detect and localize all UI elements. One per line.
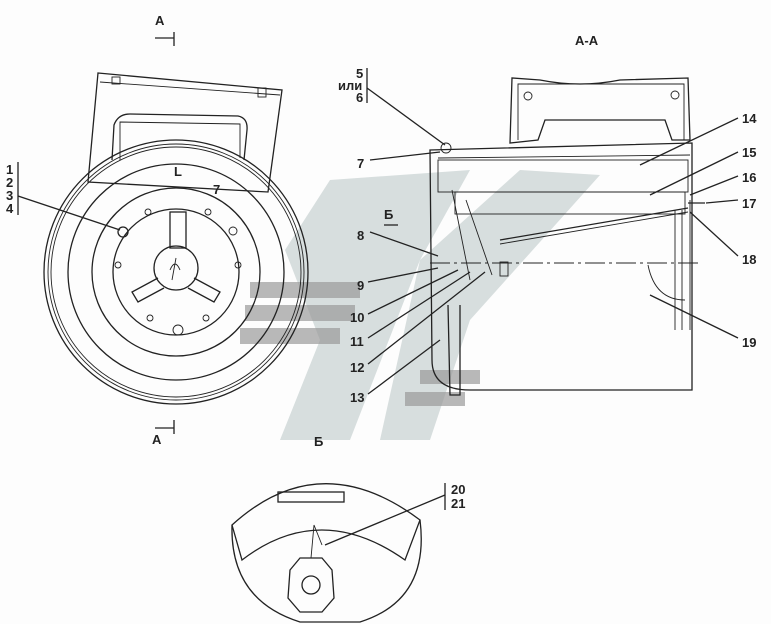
callout-15: 15 <box>742 145 756 160</box>
watermark-logo <box>240 170 600 440</box>
view-b-arrow-label: Б <box>384 207 393 222</box>
callout-3: 3 <box>6 188 13 203</box>
callout-1: 1 <box>6 162 13 177</box>
callout-5: 5 <box>356 66 363 81</box>
callout-4: 4 <box>6 201 14 216</box>
callout-7: 7 <box>357 156 364 171</box>
callout-14: 14 <box>742 111 757 126</box>
callout-16: 16 <box>742 170 756 185</box>
view-b-title: Б <box>314 434 323 449</box>
section-arrow-bottom <box>155 420 175 434</box>
callout-13: 13 <box>350 390 364 405</box>
callout-9: 9 <box>357 278 364 293</box>
section-mark-bottom: A <box>152 432 162 447</box>
front-view <box>17 72 309 405</box>
callout-19: 19 <box>742 335 756 350</box>
leader-lines <box>155 32 739 434</box>
plug-icon <box>117 226 129 238</box>
section-title: A-A <box>575 33 599 48</box>
lock-mark-l: L <box>174 164 182 179</box>
callout-20: 20 <box>451 482 465 497</box>
callout-8: 8 <box>357 228 364 243</box>
section-view <box>429 77 705 396</box>
callout-or: или <box>338 78 362 93</box>
callout-17: 17 <box>742 196 756 211</box>
callout-2: 2 <box>6 175 13 190</box>
callout-6: 6 <box>356 90 363 105</box>
callout-10: 10 <box>350 310 364 325</box>
callout-12: 12 <box>350 360 364 375</box>
section-mark-top: A <box>155 13 165 28</box>
view-b <box>231 483 446 623</box>
callout-21: 21 <box>451 496 465 511</box>
lock-mark-7: 7 <box>213 182 220 197</box>
section-arrow-top <box>155 32 175 46</box>
callout-11: 11 <box>350 334 364 349</box>
callout-18: 18 <box>742 252 756 267</box>
